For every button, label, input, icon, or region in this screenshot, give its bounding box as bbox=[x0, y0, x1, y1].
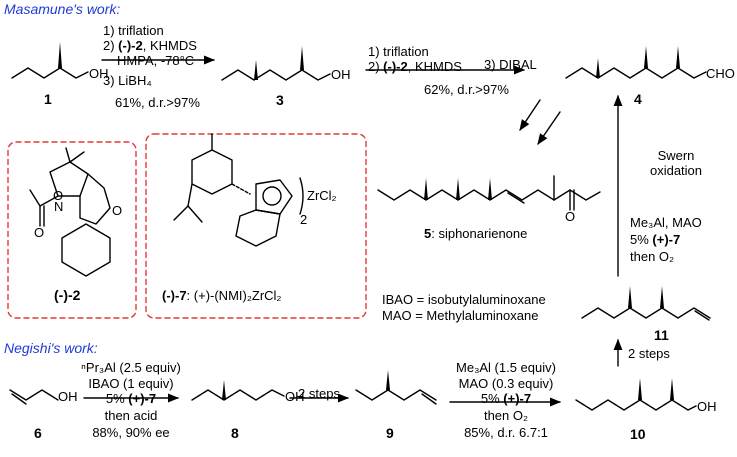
structure-compound-6 bbox=[9, 389, 59, 405]
structure-compound-5 bbox=[377, 175, 601, 211]
step6-line2: IBAO (1 equiv) bbox=[88, 376, 174, 391]
atom-oh-6: OH bbox=[58, 389, 78, 404]
catalyst-number: (-)-7 bbox=[162, 288, 187, 303]
structure-compound-1 bbox=[11, 42, 89, 79]
masamune-header: Masamune's work: bbox=[4, 1, 121, 17]
step6-line3-catalyst: (+)-7 bbox=[128, 391, 157, 406]
step9-line2: MAO (0.3 equiv) bbox=[458, 376, 554, 391]
step8-line1: 2 steps bbox=[298, 386, 340, 401]
auxiliary-box bbox=[7, 141, 137, 319]
atom-n-aux: N bbox=[54, 199, 64, 214]
definition-mao: MAO = Methylaluminoxane bbox=[382, 308, 539, 323]
step1-line2-prefix: 2) bbox=[103, 38, 119, 53]
step2-line4: 62%, d.r.>97% bbox=[424, 82, 509, 97]
step2-line1: 1) triflation bbox=[368, 44, 429, 59]
step6-line3-prefix: 5% bbox=[105, 391, 129, 406]
step2-line2-reagent: (-)-2 bbox=[383, 59, 408, 74]
negishi-header: Negishi's work: bbox=[4, 340, 98, 356]
compound-number-6: 6 bbox=[34, 425, 42, 441]
atom-oh-8: OH bbox=[285, 389, 305, 404]
atom-subscript-2: 2 bbox=[300, 212, 308, 227]
step6-line4: then acid bbox=[104, 408, 158, 423]
step2-line2-prefix: 2) bbox=[368, 59, 384, 74]
compound-number-5: 5 bbox=[424, 226, 432, 241]
step11-line2: 5% (+)-7 bbox=[630, 232, 680, 247]
step11-line1: Me₃Al, MAO bbox=[630, 215, 702, 230]
structure-compound-11 bbox=[581, 286, 711, 321]
structure-compound-8 bbox=[191, 380, 285, 401]
step11-line3: then O₂ bbox=[630, 249, 675, 264]
step6-line5: 88%, 90% ee bbox=[92, 425, 170, 440]
compound-number-11: 11 bbox=[654, 327, 669, 343]
step1-line2-suffix: , KHMDS bbox=[142, 38, 197, 53]
compound-number-1: 1 bbox=[44, 91, 52, 107]
atom-zrcl2: ZrCl₂ bbox=[307, 188, 337, 203]
structure-catalyst bbox=[173, 133, 304, 247]
step9-line3-prefix: 5% bbox=[480, 391, 504, 406]
step9-line3-catalyst: (+)-7 bbox=[503, 391, 532, 406]
arrow-4-to-5-b bbox=[537, 111, 561, 145]
definition-ibao: IBAO = isobutylaluminoxane bbox=[382, 292, 546, 307]
step9-line4: then O₂ bbox=[483, 408, 529, 423]
compound-number-10: 10 bbox=[630, 426, 646, 442]
compound-number-9: 9 bbox=[386, 425, 394, 441]
step10-line1: 2 steps bbox=[628, 346, 670, 361]
auxiliary-label: (-)-2 bbox=[54, 287, 81, 303]
step11-line2-catalyst: (+)-7 bbox=[652, 232, 681, 247]
atom-o-5: O bbox=[565, 209, 576, 224]
compound-number-4: 4 bbox=[634, 91, 642, 107]
compound-number-8: 8 bbox=[231, 425, 239, 441]
step1-line2: 2) (-)-2, KHMDS bbox=[103, 38, 197, 53]
structure-compound-9 bbox=[355, 370, 437, 405]
atom-o-aux-carbonyl: O bbox=[34, 225, 45, 240]
compound-5-label: 5: siphonarienone bbox=[424, 226, 527, 241]
structure-compound-4 bbox=[565, 46, 707, 79]
step9-line5: 85%, d.r. 6.7:1 bbox=[464, 425, 548, 440]
catalyst-box bbox=[145, 133, 367, 319]
step6-line1: ⁿPr₃Al (2.5 equiv) bbox=[81, 360, 181, 375]
compound-number-3: 3 bbox=[276, 92, 284, 108]
arrow-4-to-5-a bbox=[519, 99, 541, 131]
catalyst-description: : (+)-(NMI)₂ZrCl₂ bbox=[186, 288, 282, 303]
compound-5-name: : siphonarienone bbox=[431, 226, 528, 241]
step2-line3: 3) DIBAL bbox=[484, 57, 537, 72]
step1-line1: 1) triflation bbox=[103, 23, 164, 38]
atom-oh-3: OH bbox=[331, 67, 351, 82]
atom-cho-4: CHO bbox=[706, 66, 735, 81]
structure-auxiliary bbox=[29, 147, 111, 277]
step1-line5: 61%, d.r.>97% bbox=[115, 95, 200, 110]
atom-o-aux: O bbox=[53, 188, 64, 203]
step2-line2: 2) (-)-2, KHMDS bbox=[368, 59, 462, 74]
step9-line1: Me₃Al (1.5 equiv) bbox=[456, 360, 556, 375]
atom-oh-1: OH bbox=[89, 66, 109, 81]
step11-line2-prefix: 5% bbox=[630, 232, 653, 247]
atom-oh-10: OH bbox=[697, 399, 717, 414]
step1-line2-reagent: (-)-2 bbox=[118, 38, 143, 53]
step2-line2-suffix: , KHMDS bbox=[407, 59, 462, 74]
step1-line3: HMPA, -78°C bbox=[117, 53, 195, 68]
structure-compound-3 bbox=[221, 46, 331, 81]
step9-line3: 5% (+)-7 bbox=[446, 391, 566, 406]
swern-line1: Swern bbox=[657, 148, 695, 163]
catalyst-label: (-)-7: (+)-(NMI)₂ZrCl₂ bbox=[162, 288, 281, 303]
atom-o-aux-ring: O bbox=[112, 203, 123, 218]
step6-line3: 5% (+)-7 bbox=[76, 391, 186, 406]
structure-compound-10 bbox=[575, 378, 697, 411]
swern-line2: oxidation bbox=[649, 163, 703, 178]
step1-line4: 3) LiBH₄ bbox=[103, 73, 152, 88]
